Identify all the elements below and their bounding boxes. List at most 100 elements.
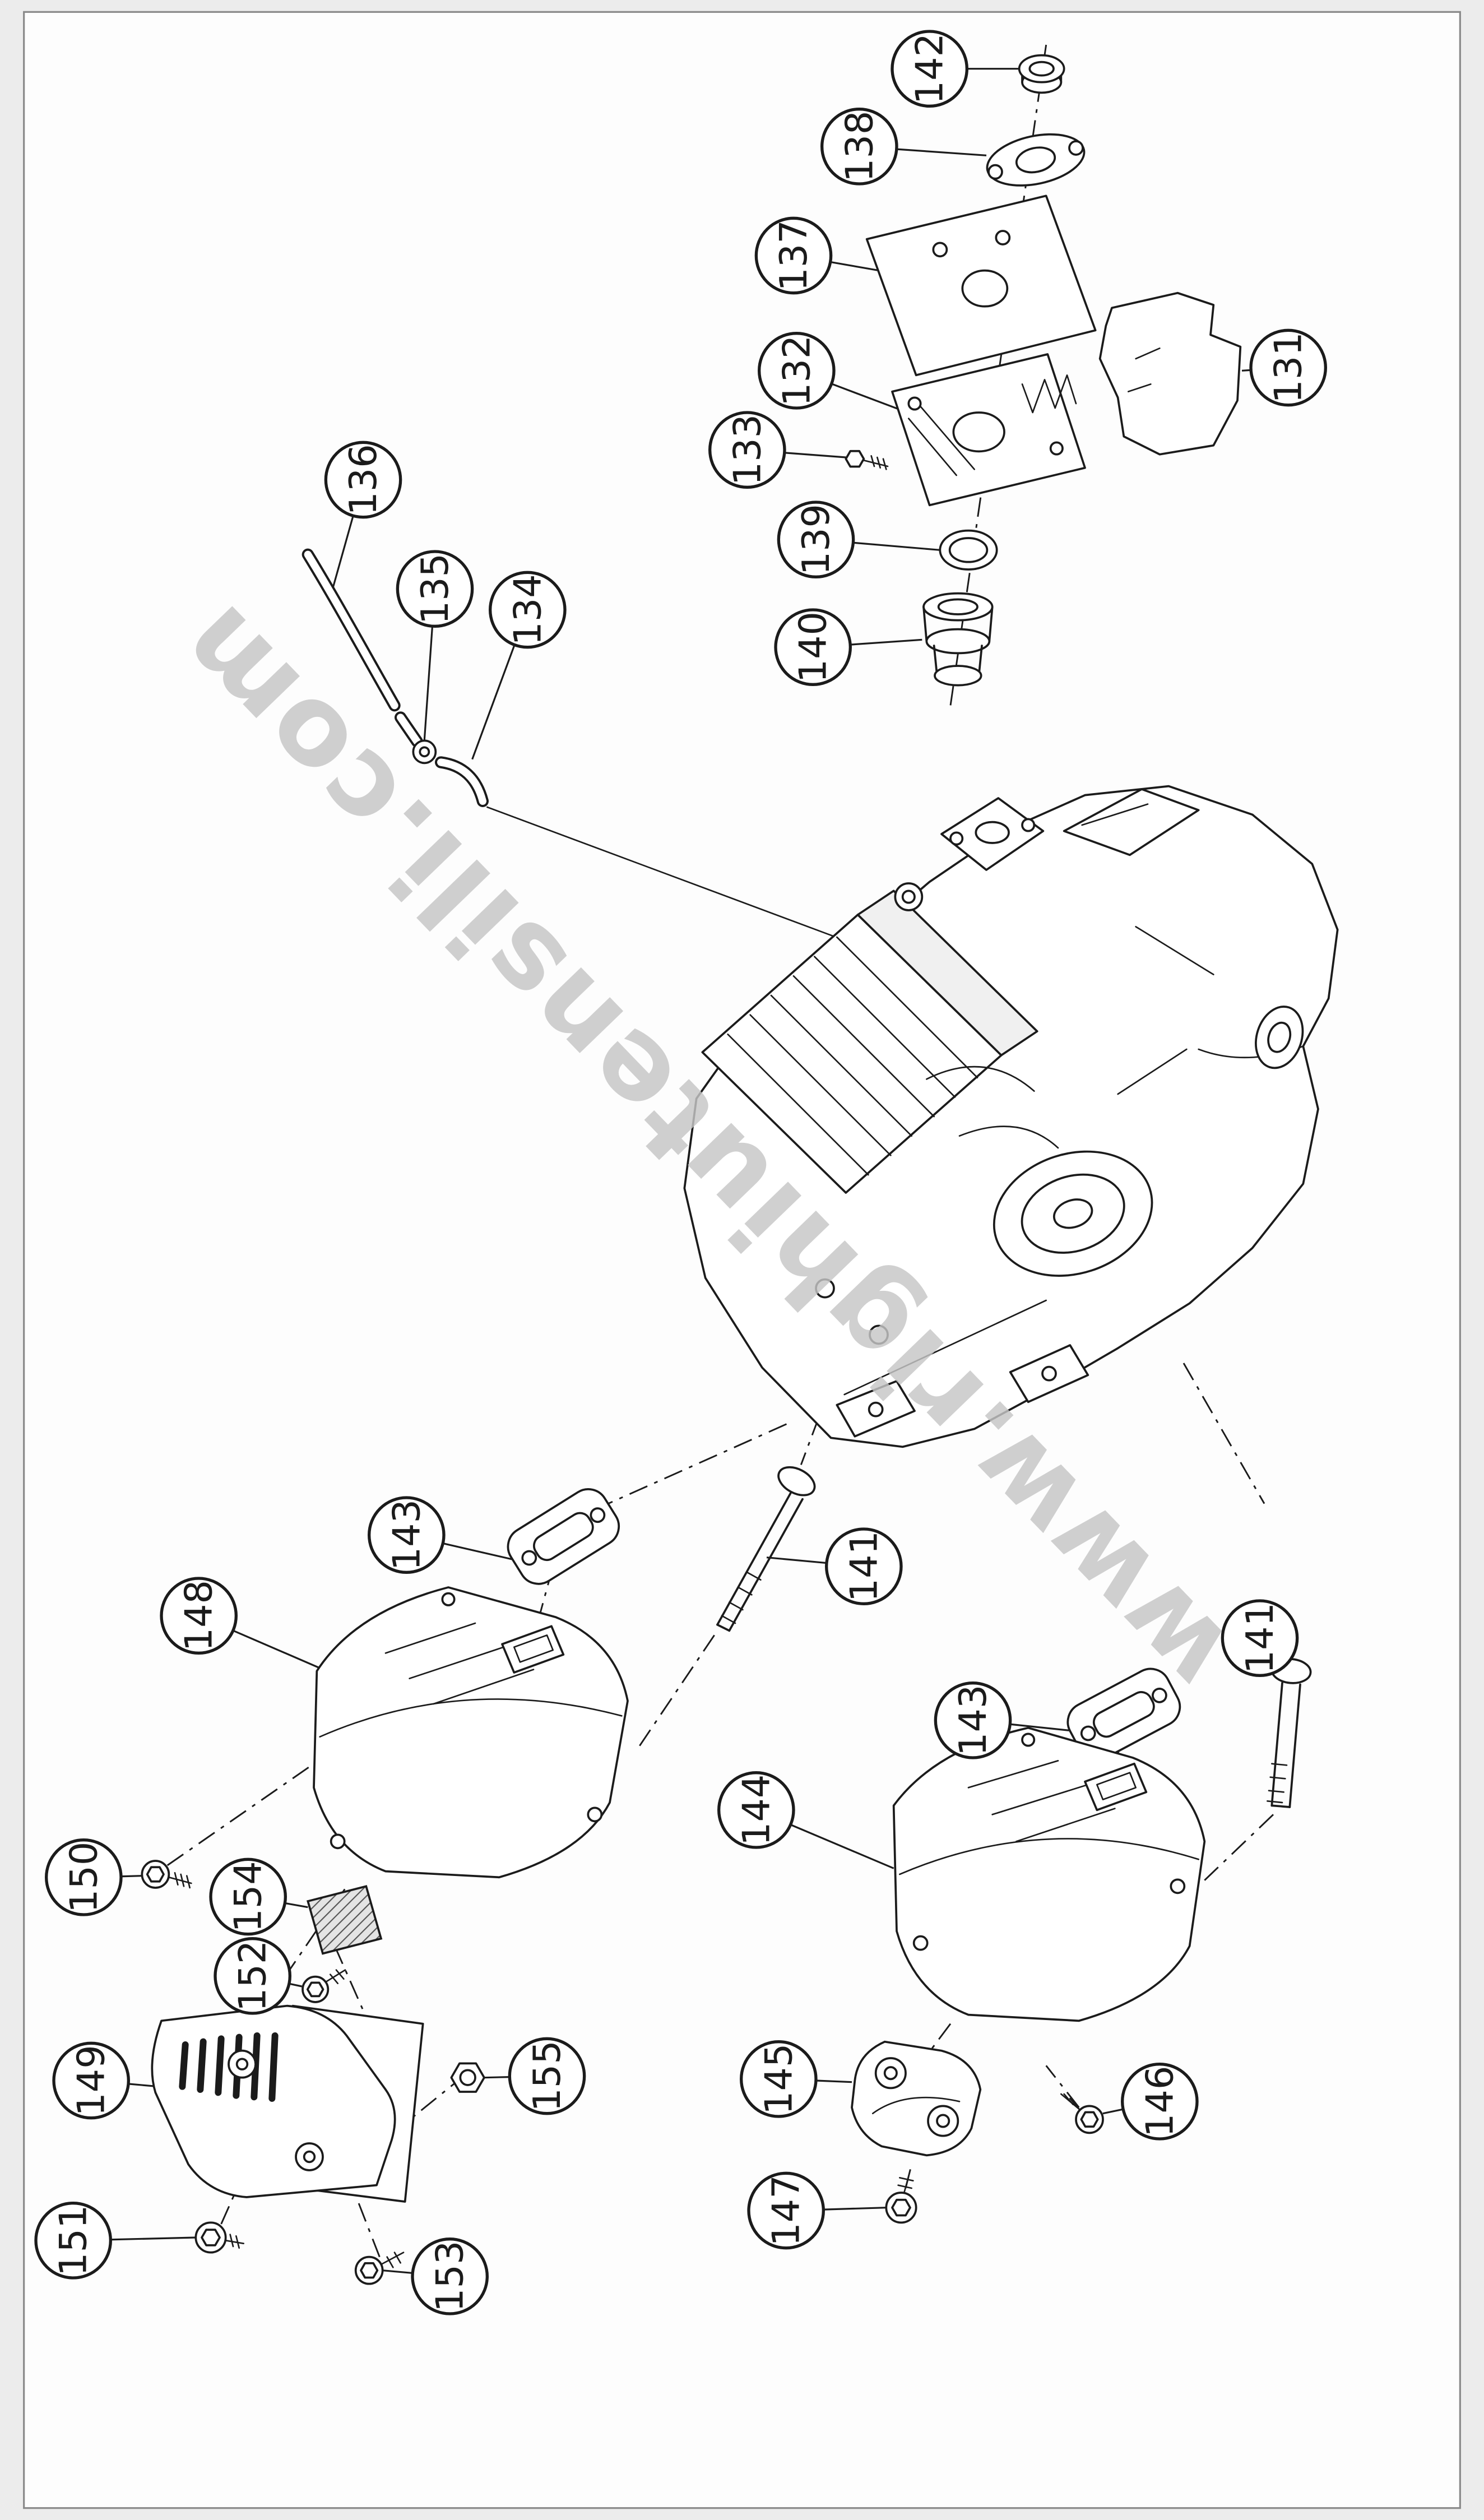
callout-number: 134 [506,574,549,645]
callout-leader-153 [382,2269,413,2275]
callout-number: 146 [1138,2066,1181,2137]
part-131-gasket [1098,291,1242,456]
part-153-screw [354,2252,405,2285]
callout-147: 147 [747,2171,825,2250]
callout-leader-133 [784,452,846,458]
callout-143: 143 [367,1496,446,1574]
callout-148: 148 [160,1577,238,1655]
callout-number: 139 [794,504,838,575]
callout-133: 133 [708,411,786,489]
part-140-intake-boot [922,592,994,687]
callout-139: 139 [777,501,855,578]
callout-150: 150 [44,1838,123,1916]
callout-leader-141 [766,1557,827,1564]
callout-136: 136 [324,441,402,519]
callout-number: 153 [428,2241,472,2312]
callout-number: 145 [757,2044,800,2115]
callout-number: 137 [772,220,815,291]
part-engine-assembly [683,785,1339,1448]
callout-leader-139 [853,541,940,551]
callout-leader-136 [331,515,354,592]
callout-number: 147 [764,2175,808,2246]
part-132-filter-base [891,353,1086,507]
callout-152: 152 [214,1937,291,2015]
callout-151: 151 [34,2201,112,2280]
callout-132: 132 [758,331,836,410]
callout-number: 149 [69,2045,113,2116]
callout-number: 144 [734,1775,778,1846]
callout-number: 133 [725,414,769,485]
part-150-screw [141,1860,192,1889]
part-136-fuel-line [302,548,423,748]
callout-145: 145 [740,2040,818,2118]
callout-number: 152 [231,1940,275,2012]
part-154-spark-screen [307,1885,383,1955]
callout-143: 143 [934,1681,1012,1759]
part-147-bolt [885,2175,917,2224]
callout-141: 141 [825,1527,903,1605]
part-137-plate [865,194,1097,377]
callout-number: 155 [525,2040,569,2111]
leader-lines-layer [110,68,1284,2275]
callout-leader-151 [110,2236,196,2241]
callout-135: 135 [396,550,474,628]
callout-137: 137 [754,216,833,295]
part-145-mount-plate [851,2040,982,2157]
part-143-gasket-left [507,1488,620,1585]
part-144-muffler [892,1726,1206,2022]
callout-number: 154 [226,1861,270,1932]
part-148-muffler [313,1586,629,1879]
callout-leader-143 [1010,1723,1073,1732]
callout-144: 144 [717,1771,795,1849]
callout-leader-154 [284,1902,308,1908]
callout-leader-145 [815,2079,852,2083]
callout-number: 136 [341,444,385,515]
callout-number: 131 [1267,332,1310,403]
part-146-screw [1060,2093,1104,2134]
callout-number: 148 [177,1580,221,1651]
callout-155: 155 [508,2037,586,2115]
callout-number: 140 [791,612,835,683]
callout-leader-135 [423,626,434,740]
callout-number: 135 [413,553,457,624]
callout-149: 149 [52,2041,130,2120]
callout-number: 142 [908,33,952,104]
part-135-grommet [412,739,437,765]
callout-141: 141 [1221,1599,1299,1677]
callout-leader-140 [850,638,922,646]
callout-153: 153 [411,2237,489,2315]
part-143-gasket-right [1066,1667,1181,1761]
part-142-grommet [1018,54,1065,94]
callout-134: 134 [488,571,567,649]
callout-number: 141 [842,1531,885,1602]
part-141-bolt-left [716,1466,816,1632]
callout-140: 140 [774,608,852,686]
callout-154: 154 [209,1857,287,1936]
part-133-screw [845,450,889,470]
callout-leader-143 [443,1542,518,1562]
part-149-muffler-cover [151,2004,424,2203]
part-152-screw [302,1969,346,2003]
callout-number: 132 [775,335,818,406]
callout-146: 146 [1120,2062,1199,2141]
part-138-flange [986,133,1086,187]
callout-leader-146 [1102,2108,1124,2115]
callout-leader-155 [484,2076,510,2079]
callout-number: 143 [951,1685,995,1756]
part-134-elbow-fitting [435,756,489,807]
callout-leader-144 [790,1823,894,1869]
callout-leader-150 [120,1875,142,1878]
part-151-bolt [194,2221,244,2254]
callout-leader-147 [823,2207,887,2211]
callout-number: 141 [1238,1602,1282,1674]
callout-number: 138 [837,111,881,182]
callout-leader-138 [896,148,987,156]
callout-leader-152 [289,1982,302,1988]
callout-number: 143 [384,1499,428,1571]
callout-number: 151 [52,2205,95,2276]
part-139-o-ring [939,529,998,571]
callout-number: 150 [62,1842,105,1913]
